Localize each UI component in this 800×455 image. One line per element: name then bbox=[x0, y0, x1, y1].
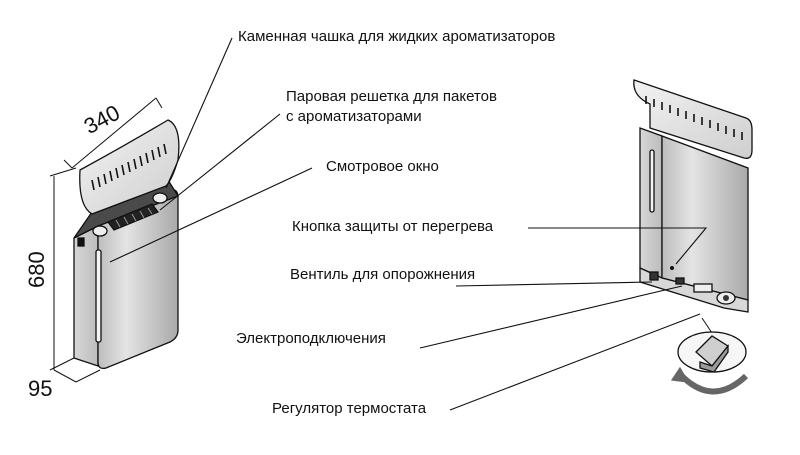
sight-window bbox=[95, 249, 102, 343]
side-indicator bbox=[77, 237, 85, 247]
drain-valve bbox=[649, 271, 659, 281]
stone-cup-left bbox=[92, 225, 108, 237]
heater-right-front bbox=[661, 135, 749, 301]
label-thermostat: Регулятор термостата bbox=[272, 400, 427, 417]
leader-drain bbox=[455, 281, 653, 287]
label-electrical: Электроподключения bbox=[236, 330, 386, 347]
thermostat-detail bbox=[670, 317, 749, 395]
label-overheat-button: Кнопка защиты от перегрева bbox=[292, 218, 494, 235]
dimension-width: 340 bbox=[80, 100, 124, 139]
leader-sight-window bbox=[109, 167, 313, 263]
steam-grid-bars bbox=[115, 207, 153, 228]
leader-overheat bbox=[528, 227, 708, 265]
heater-right bbox=[633, 79, 753, 313]
heater-left-side bbox=[73, 224, 99, 367]
electrical-connection bbox=[675, 277, 685, 285]
label-stone-cup: Каменная чашка для жидких ароматизаторов bbox=[238, 28, 556, 45]
leader-steam-grid bbox=[159, 113, 281, 211]
steam-grid bbox=[106, 203, 160, 231]
stone-cup-right bbox=[152, 192, 168, 204]
heater-right-shield bbox=[633, 79, 753, 159]
dimension-lines bbox=[49, 97, 163, 383]
connector-plate bbox=[693, 283, 713, 293]
right-shield-vents bbox=[645, 96, 743, 140]
leader-electrical bbox=[419, 285, 683, 349]
shield-vents bbox=[91, 143, 167, 191]
heater-left bbox=[73, 119, 180, 370]
dimension-depth: 95 bbox=[28, 376, 52, 401]
right-sight-window bbox=[649, 149, 655, 213]
label-steam-grid-line1: Паровая решетка для пакетов bbox=[286, 88, 497, 105]
label-sight-window: Смотровое окно bbox=[326, 158, 439, 175]
dimension-height: 680 bbox=[24, 251, 49, 288]
leader-lines bbox=[109, 37, 708, 411]
overheat-button bbox=[670, 266, 674, 270]
label-steam-grid-line2: с ароматизаторами bbox=[286, 108, 422, 125]
leader-thermostat bbox=[449, 313, 701, 411]
label-drain-valve: Вентиль для опорожнения bbox=[290, 266, 476, 283]
heater-left-front bbox=[97, 189, 179, 370]
leader-stone-cup bbox=[165, 37, 233, 189]
